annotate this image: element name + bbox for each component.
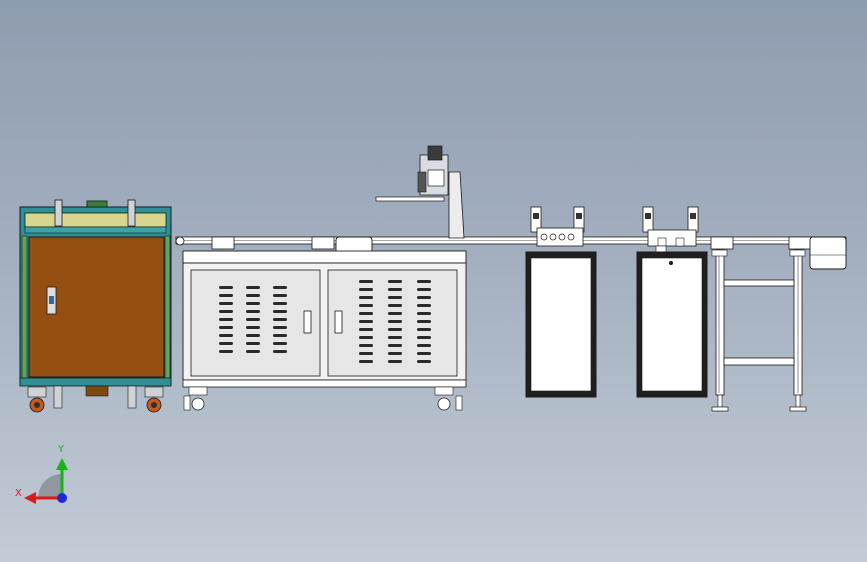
- vent-slot: [246, 326, 260, 329]
- vent-slot: [246, 318, 260, 321]
- vent-slot: [388, 344, 402, 347]
- cabinet-b: [636, 206, 708, 398]
- camera-icon: [427, 145, 443, 161]
- vent-slot: [417, 320, 431, 323]
- vent-slot: [246, 342, 260, 345]
- vent-slot: [273, 286, 287, 289]
- vent-slot: [219, 318, 233, 321]
- vent-slot: [417, 288, 431, 291]
- vent-slot: [273, 294, 287, 297]
- suction-cup-icon: [558, 233, 566, 241]
- camera-station: [375, 145, 465, 239]
- cabinet-a: [525, 206, 597, 398]
- vent-slot: [273, 334, 287, 337]
- y-axis-label: Y: [58, 444, 65, 455]
- vent-slot: [388, 336, 402, 339]
- vent-slot: [359, 336, 373, 339]
- vent-slot: [417, 344, 431, 347]
- vent-slot: [359, 280, 373, 283]
- left-cabinet: [19, 199, 172, 413]
- vent-slot: [246, 294, 260, 297]
- vent-slot: [273, 350, 287, 353]
- vent-slot: [273, 310, 287, 313]
- z-axis-dot-icon: [57, 493, 67, 503]
- vent-slot: [388, 328, 402, 331]
- vent-slot: [359, 304, 373, 307]
- vent-slot: [273, 302, 287, 305]
- vent-slot: [273, 326, 287, 329]
- vent-slot: [246, 310, 260, 313]
- vent-slot: [388, 288, 402, 291]
- vent-slot: [359, 296, 373, 299]
- x-axis-label: X: [15, 488, 22, 499]
- vent-slot: [219, 350, 233, 353]
- vent-slot: [246, 302, 260, 305]
- vent-slot: [359, 344, 373, 347]
- vent-slot: [219, 326, 233, 329]
- right-frame: [711, 249, 807, 412]
- vent-slot: [219, 286, 233, 289]
- vent-slot: [388, 360, 402, 363]
- handle-icon: [334, 310, 343, 334]
- vent-slot: [388, 296, 402, 299]
- vent-slot: [417, 336, 431, 339]
- vent-slot: [417, 352, 431, 355]
- vent-slot: [417, 360, 431, 363]
- caster-icon: [27, 386, 47, 413]
- vent-slot: [219, 342, 233, 345]
- coordinate-triad: [24, 458, 68, 504]
- suction-cup-icon: [540, 233, 548, 241]
- suction-cup-icon: [567, 233, 575, 241]
- vent-slot: [246, 334, 260, 337]
- vent-slot: [359, 328, 373, 331]
- vent-slot: [219, 310, 233, 313]
- vent-slot: [273, 342, 287, 345]
- vent-slot: [219, 302, 233, 305]
- vent-slot: [388, 304, 402, 307]
- vent-slot: [388, 280, 402, 283]
- caster-icon: [144, 386, 164, 413]
- handle-icon: [303, 310, 312, 334]
- vent-slot: [246, 286, 260, 289]
- vent-slot: [359, 352, 373, 355]
- vent-slot: [417, 296, 431, 299]
- vent-slot: [359, 312, 373, 315]
- vent-slot: [388, 320, 402, 323]
- vent-slot: [219, 334, 233, 337]
- vent-slot: [417, 312, 431, 315]
- vent-slot: [417, 328, 431, 331]
- vent-slot: [246, 350, 260, 353]
- vent-slot: [417, 304, 431, 307]
- caster-icon: [183, 386, 208, 411]
- vent-slot: [388, 312, 402, 315]
- vent-slot: [359, 360, 373, 363]
- vent-slot: [417, 280, 431, 283]
- vent-slot: [273, 318, 287, 321]
- vent-slot: [219, 294, 233, 297]
- vent-slot: [359, 320, 373, 323]
- vent-slot: [388, 352, 402, 355]
- vent-slot: [359, 288, 373, 291]
- caster-icon: [434, 386, 463, 411]
- suction-cup-icon: [549, 233, 557, 241]
- main-table: [182, 250, 467, 411]
